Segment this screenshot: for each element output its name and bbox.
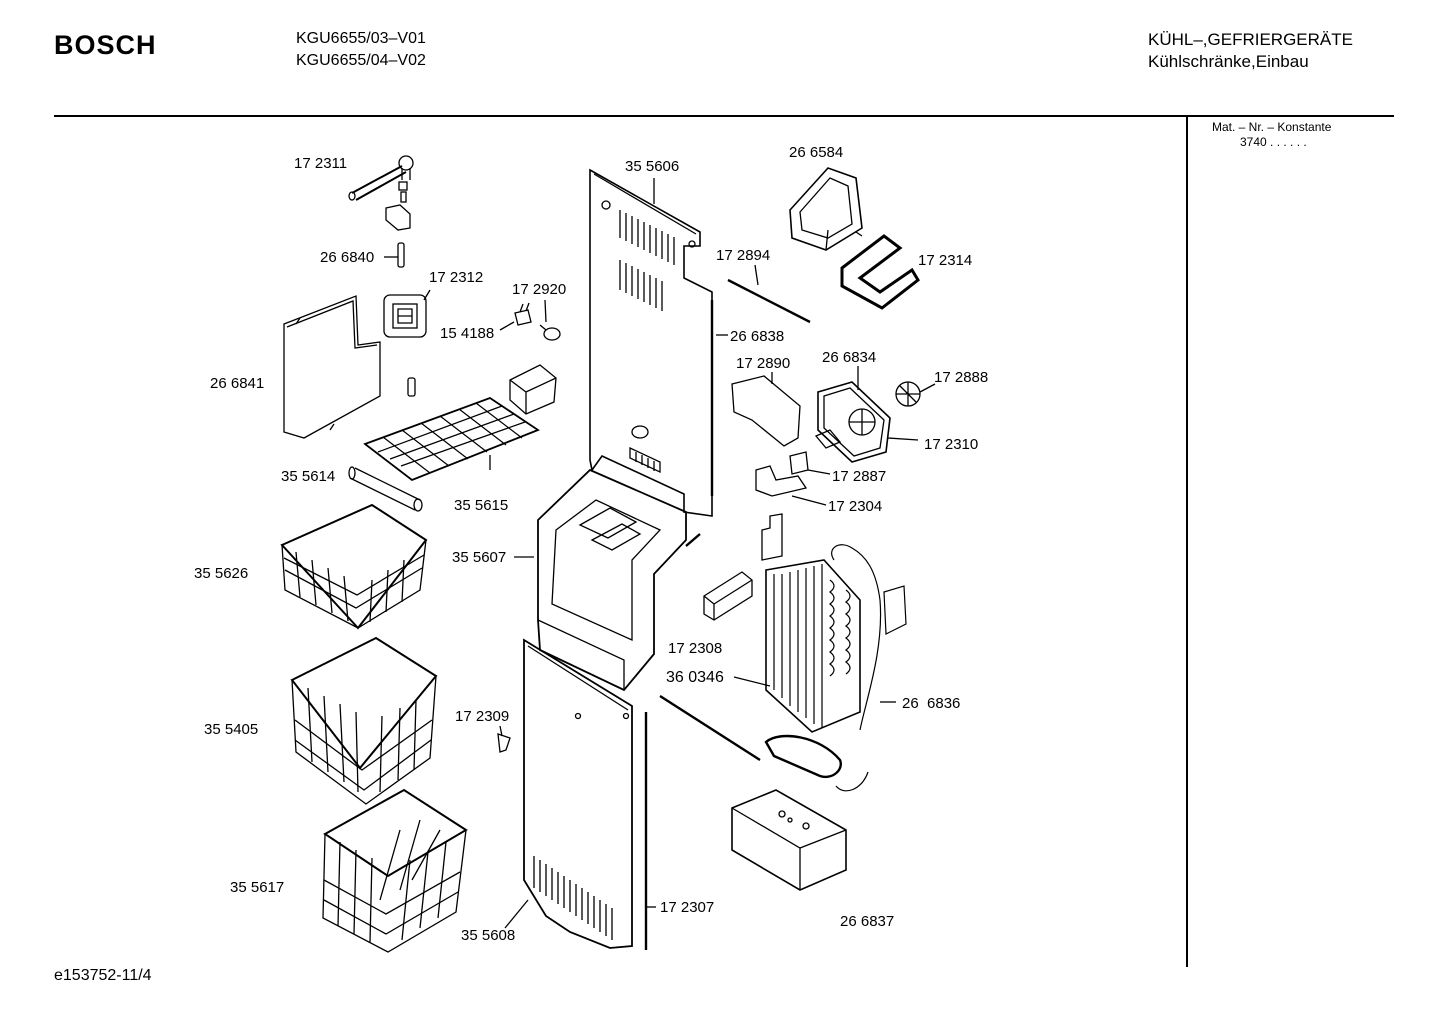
lamp-cover-drawing [509,364,557,415]
clip-drawing [497,733,511,753]
basket-1-drawing [280,503,428,630]
model-number-2: KGU6655/04–V02 [296,52,426,69]
bracket-drawing [789,167,863,251]
part-label: 17 2308 [668,640,722,657]
tube-drawing [348,466,423,512]
cover-drawing [731,375,801,447]
part-label: 26 6584 [789,144,843,161]
wire-shelf-drawing [363,396,540,482]
foam-block-drawing [703,571,753,621]
back-plate-drawing [589,168,713,517]
model-number-1: KGU6655/03–V01 [296,30,426,47]
seal-strips-drawing [644,278,811,950]
part-label: 35 5405 [204,721,258,738]
part-label: 17 2307 [660,899,714,916]
part-label: 35 5617 [230,879,284,896]
part-label: 26 6837 [840,913,894,930]
part-label: 17 2304 [828,498,882,515]
part-label: 35 5626 [194,565,248,582]
side-panel-drawing [283,295,416,439]
category-title: KÜHL–,GEFRIERGERÄTE [1148,30,1353,49]
part-label: 17 2310 [924,436,978,453]
part-label: 17 2894 [716,247,770,264]
part-label: 15 4188 [440,325,494,342]
drip-tray-drawing [731,789,847,891]
basket-2-drawing [290,636,438,805]
sidebar-divider [1186,117,1188,967]
thermostat-drawing [755,451,809,497]
part-label: 35 5608 [461,927,515,944]
front-panel-drawing [523,638,633,949]
part-label: 26 6836 [902,695,960,712]
switch-drawing [383,294,427,338]
part-label: 26 6841 [210,375,264,392]
fan-housing-drawing [537,468,687,692]
fan-plate-drawing [814,381,891,463]
fan-blade-drawing [895,381,921,407]
part-label: 17 2314 [918,252,972,269]
part-label: 17 2887 [832,468,886,485]
part-label: 17 2311 [294,155,347,172]
part-label: 36 0346 [666,669,724,686]
category-subtitle: Kühlschränke,Einbau [1148,52,1309,71]
part-label: 35 5614 [281,468,335,485]
shaft-drawing [348,155,414,268]
drawing-id: e153752-11/4 [54,967,152,984]
basket-3-drawing [322,788,468,953]
brand-logo: BOSCH [54,30,157,60]
part-label: 17 2888 [934,369,988,386]
part-label: 35 5615 [454,497,508,514]
small-bracket-drawing [761,513,783,561]
material-number-value: 3740 . . . . . . [1240,135,1307,149]
part-label: 17 2890 [736,355,790,372]
part-label: 26 6838 [730,328,784,345]
gasket-frame-drawing [840,234,920,310]
header-divider [54,115,1394,117]
part-label: 26 6834 [822,349,876,366]
part-labels: 17 2311 26 6840 17 2312 15 4188 17 2920 … [194,144,988,944]
lamp-drawing [514,302,561,341]
part-label: 17 2309 [455,708,509,725]
part-label: 35 5607 [452,549,506,566]
part-label: 35 5606 [625,158,679,175]
evaporator-drawing [764,544,907,792]
material-number-label: Mat. – Nr. – Konstante [1212,120,1332,134]
leader-lines [384,178,936,929]
part-label: 26 6840 [320,249,374,266]
part-label: 17 2920 [512,281,566,298]
part-label: 17 2312 [429,269,483,286]
